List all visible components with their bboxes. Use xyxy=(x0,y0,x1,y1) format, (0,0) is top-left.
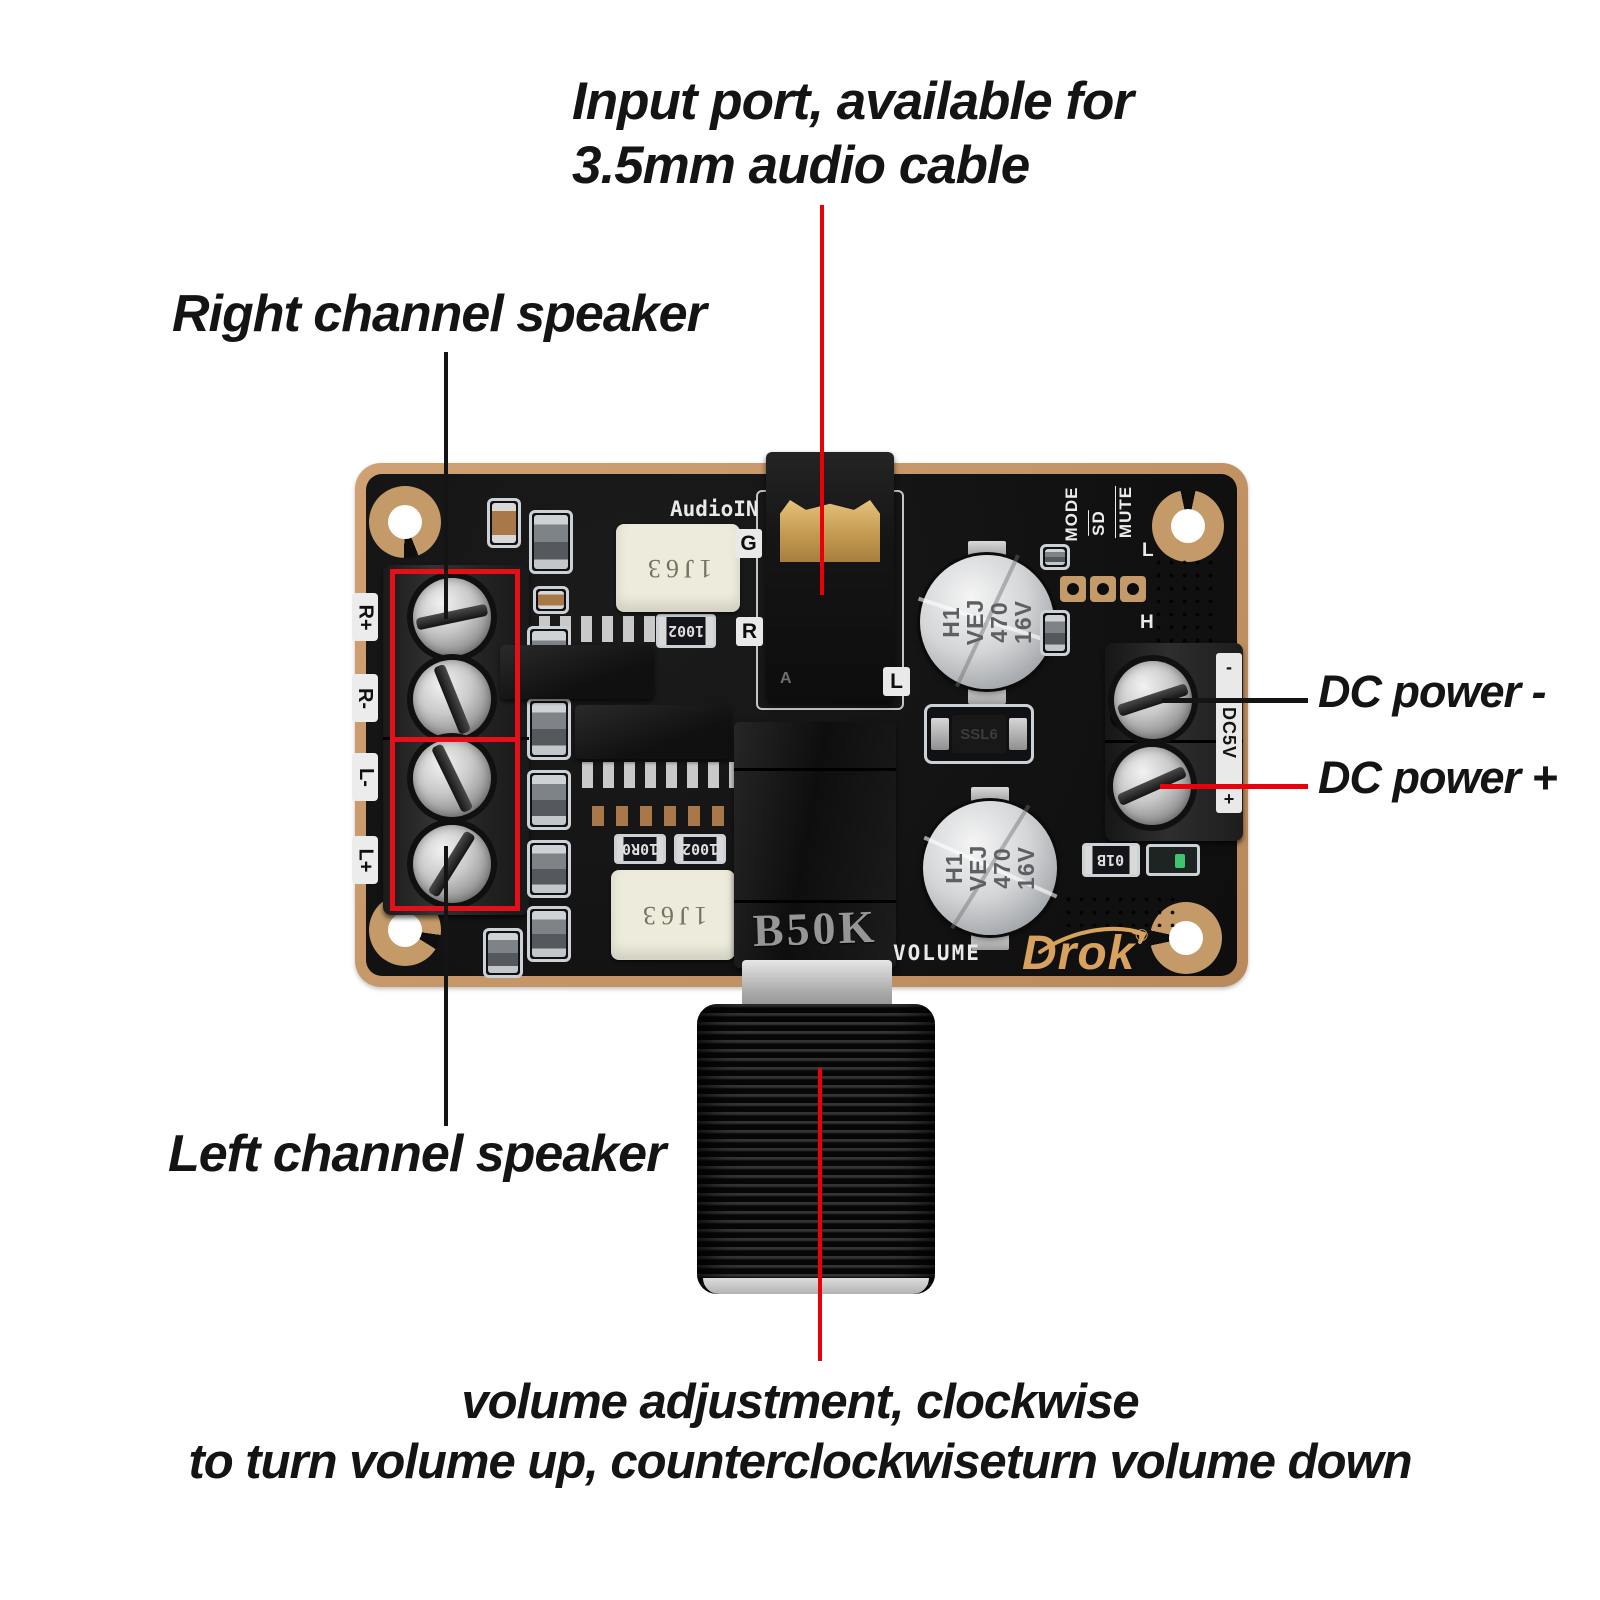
terminal-screw-r-minus xyxy=(413,660,491,738)
volume-silkscreen: VOLUME xyxy=(893,941,981,965)
mounting-hole-top-right xyxy=(1152,490,1224,562)
terminal-label-r-minus: R- xyxy=(352,674,378,722)
jumper-pad xyxy=(1090,576,1116,602)
terminal-screw-l-minus xyxy=(413,739,491,817)
volume-label-line2: to turn volume up, counterclockwiseturn … xyxy=(188,1435,1412,1489)
jack-gold-contact xyxy=(780,500,880,562)
capacitor-lead xyxy=(971,787,1009,803)
power-led xyxy=(1146,844,1200,876)
input-port-label-line2: 3.5mm audio cable xyxy=(572,136,1030,195)
l-silkscreen: L xyxy=(1142,540,1154,561)
diode-marking: SSL6 xyxy=(952,715,1006,753)
amplifier-ic xyxy=(575,705,731,759)
smd-capacitor xyxy=(487,498,521,548)
jumper-pad xyxy=(1120,576,1146,602)
right-channel-callout-line xyxy=(444,352,448,619)
terminal-label-r-plus: R+ xyxy=(352,593,378,641)
jack-g-label: G xyxy=(735,529,762,558)
capacitor-lead xyxy=(971,934,1009,950)
amplifier-ic xyxy=(500,645,654,699)
right-channel-label: Right channel speaker xyxy=(172,285,707,343)
capacitor-lead xyxy=(968,541,1006,557)
inductor: 1J63 xyxy=(616,524,740,612)
capacitor-marking: H1 VEJ 470 16V xyxy=(938,598,1036,646)
smd-capacitor xyxy=(527,770,571,830)
terminal-screw-l-plus xyxy=(413,825,491,903)
brand-swoosh-icon xyxy=(1038,926,1146,954)
smd-resistor-row xyxy=(592,806,724,826)
volume-callout-line xyxy=(818,1068,822,1361)
smd-capacitor xyxy=(1040,610,1070,656)
smd-capacitor xyxy=(1040,544,1070,570)
capacitor-lead xyxy=(968,688,1006,704)
schottky-diode: SSL6 xyxy=(924,704,1034,764)
smd-capacitor xyxy=(529,510,573,574)
volume-label: volume adjustment, clockwise to turn vol… xyxy=(94,1372,1506,1492)
volume-label-line1: volume adjustment, clockwise xyxy=(461,1375,1139,1429)
left-channel-callout-line xyxy=(444,846,448,1126)
input-port-label-line1: Input port, available for xyxy=(572,72,1134,131)
capacitor-marking: H1 VEJ 470 16V xyxy=(941,844,1039,892)
mounting-hole-top-left xyxy=(369,486,441,558)
mode-silkscreen: MODE xyxy=(1062,486,1081,542)
sd-silkscreen: SD xyxy=(1089,510,1108,536)
dc-plus-mark: + xyxy=(1223,789,1235,809)
resistor-1002: 1002 xyxy=(674,834,726,864)
smd-capacitor xyxy=(527,698,571,760)
potentiometer-body: B50K xyxy=(734,722,896,968)
dc-minus-label: DC power - xyxy=(1318,666,1547,717)
terminal-screw-r-plus xyxy=(413,578,491,656)
electrolytic-capacitor: H1 VEJ 470 16V xyxy=(917,554,1057,689)
dc-plus-callout-line xyxy=(1160,784,1308,789)
smd-capacitor xyxy=(527,906,571,962)
dc5v-mark: DC5V xyxy=(1219,706,1240,760)
jumper-pad xyxy=(1060,576,1086,602)
resistor-1002: 1002 xyxy=(656,614,716,648)
smd-capacitor xyxy=(533,586,569,614)
knob-bottom-rim xyxy=(703,1278,929,1294)
channel-highlight-divider xyxy=(390,737,520,742)
dc-minus-mark: - xyxy=(1226,657,1232,677)
electrolytic-capacitor: H1 VEJ 470 16V xyxy=(923,801,1057,935)
mute-silkscreen: MUTE xyxy=(1116,485,1135,539)
potentiometer-marking: B50K xyxy=(751,900,879,957)
input-port-label: Input port, available for 3.5mm audio ca… xyxy=(572,70,1134,198)
volume-knob xyxy=(697,1004,935,1294)
smd-capacitor xyxy=(483,928,523,978)
dc5v-silkscreen-strip: - DC5V + xyxy=(1216,653,1242,813)
jack-a-mark: A xyxy=(780,670,792,687)
mounting-hole-bottom-left xyxy=(369,894,441,966)
h-silkscreen: H xyxy=(1140,612,1154,633)
smd-capacitor xyxy=(527,840,571,898)
via-field xyxy=(1062,893,1182,927)
audio-jack: A xyxy=(766,452,894,702)
left-channel-label: Left channel speaker xyxy=(168,1125,666,1183)
resistor-01b: 01B xyxy=(1082,843,1140,877)
terminal-label-l-plus: L+ xyxy=(352,836,378,884)
dc-plus-label: DC power + xyxy=(1318,752,1558,803)
inductor: 1J63 xyxy=(611,870,735,960)
input-port-callout-line xyxy=(820,205,824,595)
resistor-10r0: 10R0 xyxy=(614,834,666,864)
dc-terminal-seam xyxy=(1105,740,1243,743)
jack-l-label: L xyxy=(883,667,910,696)
terminal-label-l-minus: L- xyxy=(352,753,378,801)
dc-minus-callout-line xyxy=(1162,698,1308,703)
ic-pin-row xyxy=(582,762,740,788)
jack-r-label: R xyxy=(736,617,763,646)
audioin-silkscreen: AudioIN xyxy=(670,497,759,521)
